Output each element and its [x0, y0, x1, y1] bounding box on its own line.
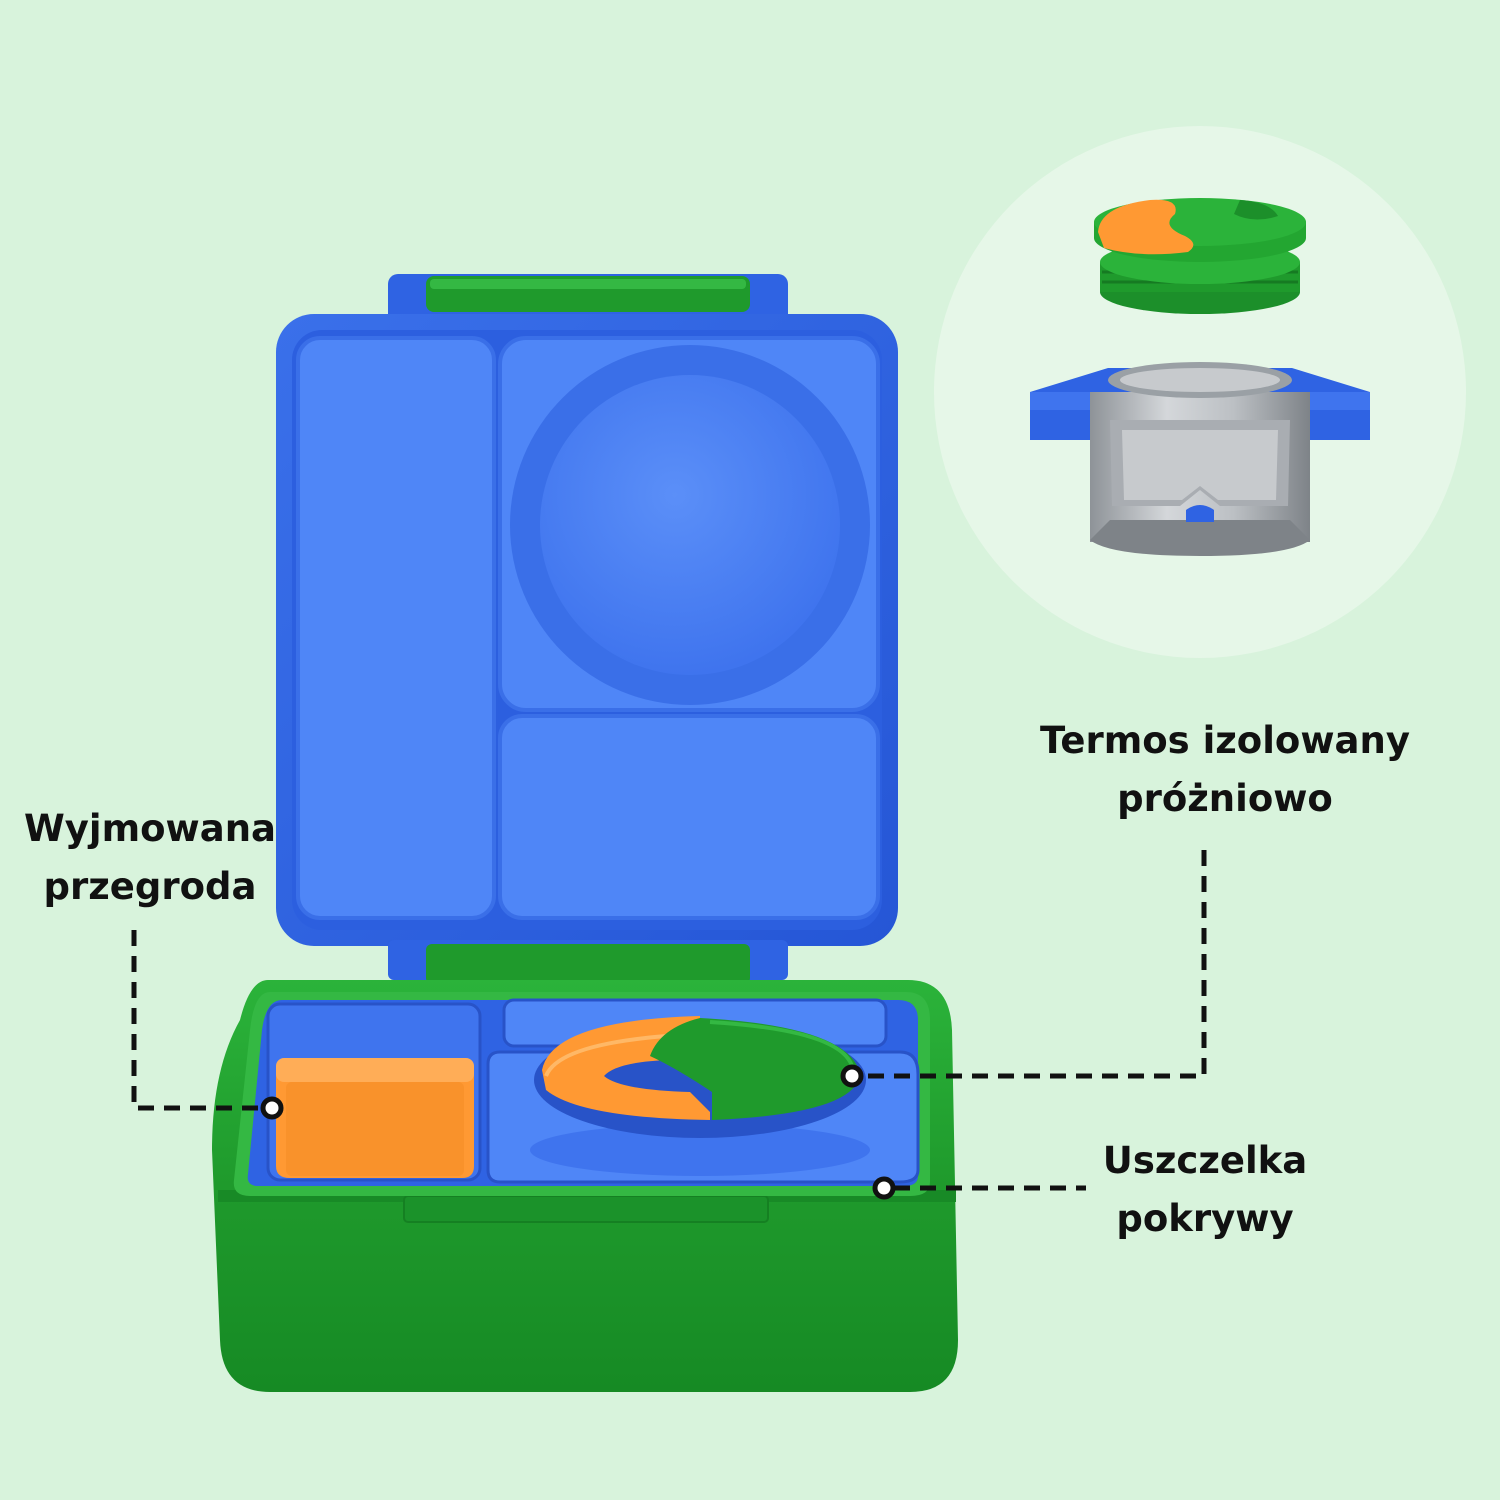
removable-divider	[276, 1058, 474, 1178]
partition-leader-line	[131, 930, 264, 1111]
lid-compartment-left	[296, 336, 496, 920]
thermos-lid-in-box	[534, 1016, 866, 1138]
callout-connectors	[131, 850, 1207, 1200]
callout-vacuum-thermos: Termos izolowany próżniowo	[1000, 712, 1450, 828]
thermos-body	[1030, 362, 1370, 556]
lid-compartment-bottom	[498, 714, 880, 920]
callout-removable-partition: Wyjmowana przegroda	[20, 800, 280, 916]
callout-thermos-line1: Termos izolowany	[1040, 719, 1410, 762]
partition-marker	[260, 1096, 284, 1120]
seal-marker	[872, 1176, 896, 1200]
thermos-leader-line	[862, 850, 1207, 1079]
callout-seal-line2: pokrywy	[1116, 1197, 1294, 1240]
callout-lid-seal: Uszczelka pokrywy	[1080, 1132, 1330, 1248]
thermos-cap	[1094, 198, 1306, 314]
lunchbox-lid	[276, 274, 898, 984]
callout-partition-line1: Wyjmowana	[23, 807, 277, 850]
callout-seal-line1: Uszczelka	[1102, 1139, 1308, 1182]
thermos-marker	[840, 1064, 864, 1088]
lunchbox-body	[212, 980, 958, 1392]
thermos-inset	[934, 126, 1466, 658]
callout-partition-line2: przegroda	[43, 865, 257, 908]
callout-thermos-line2: próżniowo	[1117, 777, 1333, 820]
